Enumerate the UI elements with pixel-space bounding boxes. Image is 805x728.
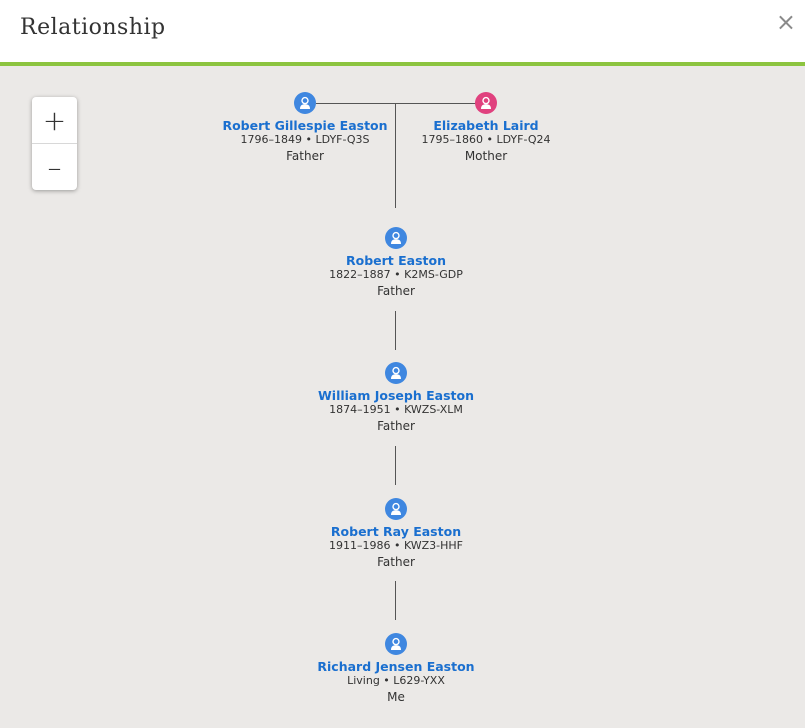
person-card-grandmother: Elizabeth Laird 1795–1860 • LDYF-Q24 Mot… <box>366 92 606 164</box>
person-relation: Father <box>286 149 324 163</box>
male-person-icon[interactable] <box>294 92 316 114</box>
person-lifespan-id: 1795–1860 • LDYF-Q24 <box>421 133 551 146</box>
person-relation: Father <box>377 284 415 298</box>
person-relation: Mother <box>464 149 508 163</box>
zoom-control: + – <box>32 97 77 190</box>
person-name-link[interactable]: Robert Ray Easton <box>330 524 462 539</box>
person-relation: Father <box>377 419 415 433</box>
person-lifespan-id: 1874–1951 • KWZS-XLM <box>329 403 463 416</box>
person-name-link[interactable]: Robert Gillespie Easton <box>222 118 388 133</box>
male-person-icon[interactable] <box>385 227 407 249</box>
person-relation: Me <box>387 690 405 704</box>
couple-connector <box>316 103 476 104</box>
descent-line <box>395 446 396 485</box>
female-person-icon[interactable] <box>475 92 497 114</box>
descent-line <box>395 311 396 350</box>
male-person-icon[interactable] <box>385 498 407 520</box>
person-card: Robert Ray Easton 1911–1986 • KWZ3-HHF F… <box>276 498 516 570</box>
person-card: Robert Easton 1822–1887 • K2MS-GDP Fathe… <box>276 227 516 299</box>
descent-line <box>395 581 396 620</box>
close-icon[interactable]: × <box>775 8 796 36</box>
person-lifespan-id: 1796–1849 • LDYF-Q3S <box>240 133 370 146</box>
person-lifespan-id: 1822–1887 • K2MS-GDP <box>329 268 463 281</box>
person-card: William Joseph Easton 1874–1951 • KWZS-X… <box>276 362 516 434</box>
person-lifespan-id: 1911–1986 • KWZ3-HHF <box>328 539 464 552</box>
person-lifespan-id: Living • L629-YXX <box>347 674 445 687</box>
dialog-header: Relationship × <box>0 0 805 66</box>
person-name-link[interactable]: Elizabeth Laird <box>433 118 539 133</box>
parent-descent-line <box>395 104 396 208</box>
person-name-link[interactable]: Richard Jensen Easton <box>317 659 475 674</box>
person-card-self: Richard Jensen Easton Living • L629-YXX … <box>276 633 516 705</box>
person-name-link[interactable]: Robert Easton <box>345 253 446 268</box>
dialog-title: Relationship <box>20 15 166 40</box>
person-relation: Father <box>377 555 415 569</box>
zoom-out-button[interactable]: – <box>32 143 77 190</box>
person-name-link[interactable]: William Joseph Easton <box>318 388 474 403</box>
person-card-grandfather: Robert Gillespie Easton 1796–1849 • LDYF… <box>185 92 425 164</box>
male-person-icon[interactable] <box>385 362 407 384</box>
male-person-icon[interactable] <box>385 633 407 655</box>
zoom-in-button[interactable]: + <box>42 103 67 137</box>
